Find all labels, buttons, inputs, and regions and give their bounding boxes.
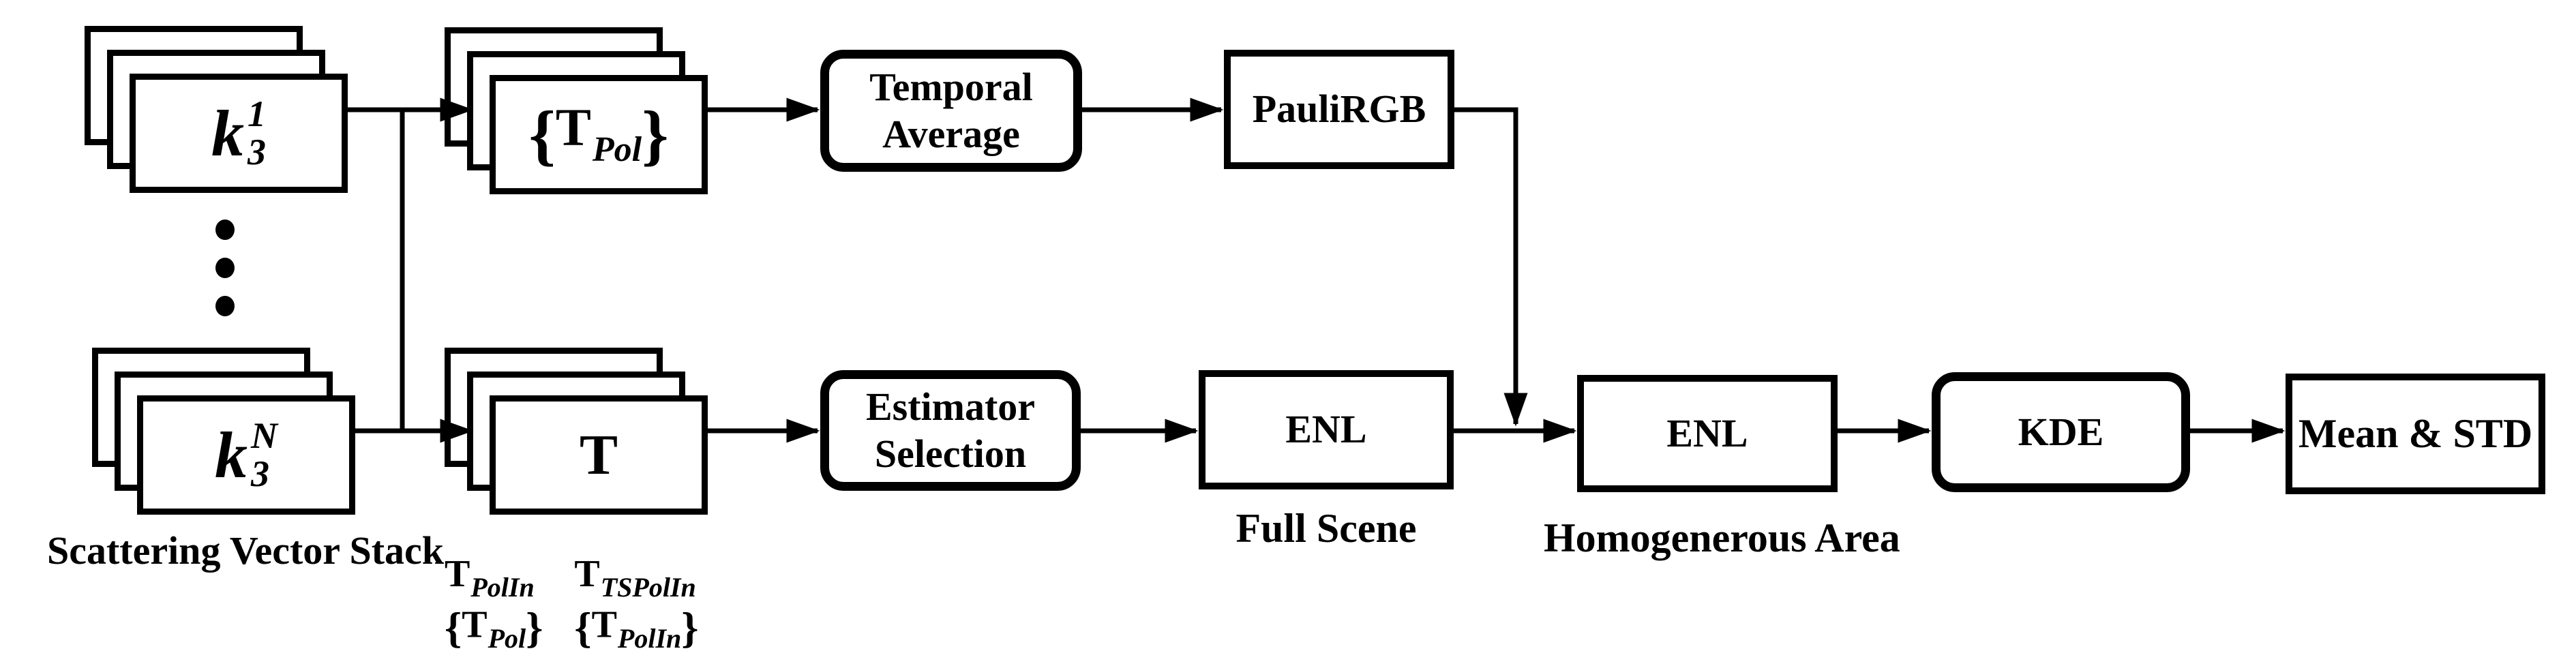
- t-polin-label: TPolIn: [445, 553, 535, 603]
- homogeneous-area-caption: Homogenerous Area: [1544, 515, 1900, 560]
- estimator-selection-line1: Estimator: [865, 384, 1036, 429]
- t-label: T: [579, 423, 618, 487]
- estimator-selection-line2: Selection: [874, 431, 1027, 476]
- enl-full-scene-box: ENL: [1199, 370, 1454, 489]
- ellipsis-dot: [215, 296, 235, 316]
- k1-superscript: 1: [248, 93, 266, 135]
- kde-box: KDE: [1932, 372, 2190, 492]
- tpolin-set-subscript: PolIn: [617, 622, 682, 651]
- temporal-average-line1: Temporal: [869, 65, 1033, 110]
- tpolin-set-base: T: [591, 603, 617, 646]
- kN-subscript: 3: [251, 453, 269, 494]
- enl-homogeneous-area-label: ENL: [1666, 410, 1748, 455]
- tpolin-set-close-brace: }: [681, 603, 699, 651]
- scattering-vector-stack-caption: Scattering Vector Stack: [46, 528, 445, 573]
- tpol-stack-layer-front: {TPol}: [490, 75, 708, 194]
- full-scene-caption: Full Scene: [1235, 506, 1417, 551]
- t-polin-subscript: PolIn: [470, 572, 535, 603]
- tpol-set-base: T: [462, 603, 488, 646]
- enl-full-scene-label: ENL: [1285, 407, 1367, 452]
- pauli-rgb-box: PauliRGB: [1224, 50, 1454, 169]
- tpol-set-label: {TPol}: [445, 603, 543, 651]
- estimator-selection-box: Estimator Selection: [820, 370, 1081, 491]
- temporal-average-box: Temporal Average: [820, 50, 1082, 172]
- tpol-label: {TPol}: [528, 100, 668, 169]
- tpol-matrix-stack: {TPol}: [445, 27, 708, 194]
- t-matrix-stack: T: [445, 348, 708, 515]
- tpolin-set-label: {TPolIn}: [574, 603, 699, 651]
- tpol-base: T: [555, 97, 591, 157]
- k1-base: k: [211, 96, 244, 170]
- t-tspolin-subscript: TSPolIn: [600, 572, 696, 603]
- enl-homogeneous-area-box: ENL: [1577, 375, 1838, 492]
- t-tspolin-base: T: [574, 553, 600, 595]
- tpolin-set-open-brace: {: [574, 603, 592, 651]
- t-stack-layer-front: T: [490, 395, 708, 515]
- tpol-close-brace: }: [642, 96, 669, 172]
- ellipsis-dot: [215, 258, 235, 278]
- t-polin-base: T: [445, 553, 470, 595]
- pauli-rgb-label: PauliRGB: [1252, 87, 1426, 132]
- kN-superscript: N: [251, 415, 278, 457]
- vertical-ellipsis-icon: [215, 219, 235, 316]
- tpol-set-subscript: Pol: [488, 622, 526, 651]
- k1-subscript: 3: [248, 131, 266, 172]
- ellipsis-dot: [215, 219, 235, 240]
- temporal-average-line2: Average: [882, 111, 1020, 156]
- mean-std-box: Mean & STD: [2286, 374, 2545, 494]
- kN-base: k: [215, 418, 248, 491]
- arrow-paulirgb-to-junction: [1454, 107, 1528, 427]
- t-stack-sublabels: TPolIn TTSPolIn {TPol} {TPolIn}: [445, 553, 699, 651]
- tpol-subscript: Pol: [592, 130, 642, 169]
- kde-label: KDE: [2018, 409, 2104, 454]
- t-tspolin-label: TTSPolIn: [574, 553, 696, 603]
- mean-std-label: Mean & STD: [2298, 411, 2533, 457]
- tpol-set-open-brace: {: [445, 603, 462, 651]
- tpol-set-close-brace: }: [526, 603, 543, 651]
- tpol-open-brace: {: [528, 96, 556, 172]
